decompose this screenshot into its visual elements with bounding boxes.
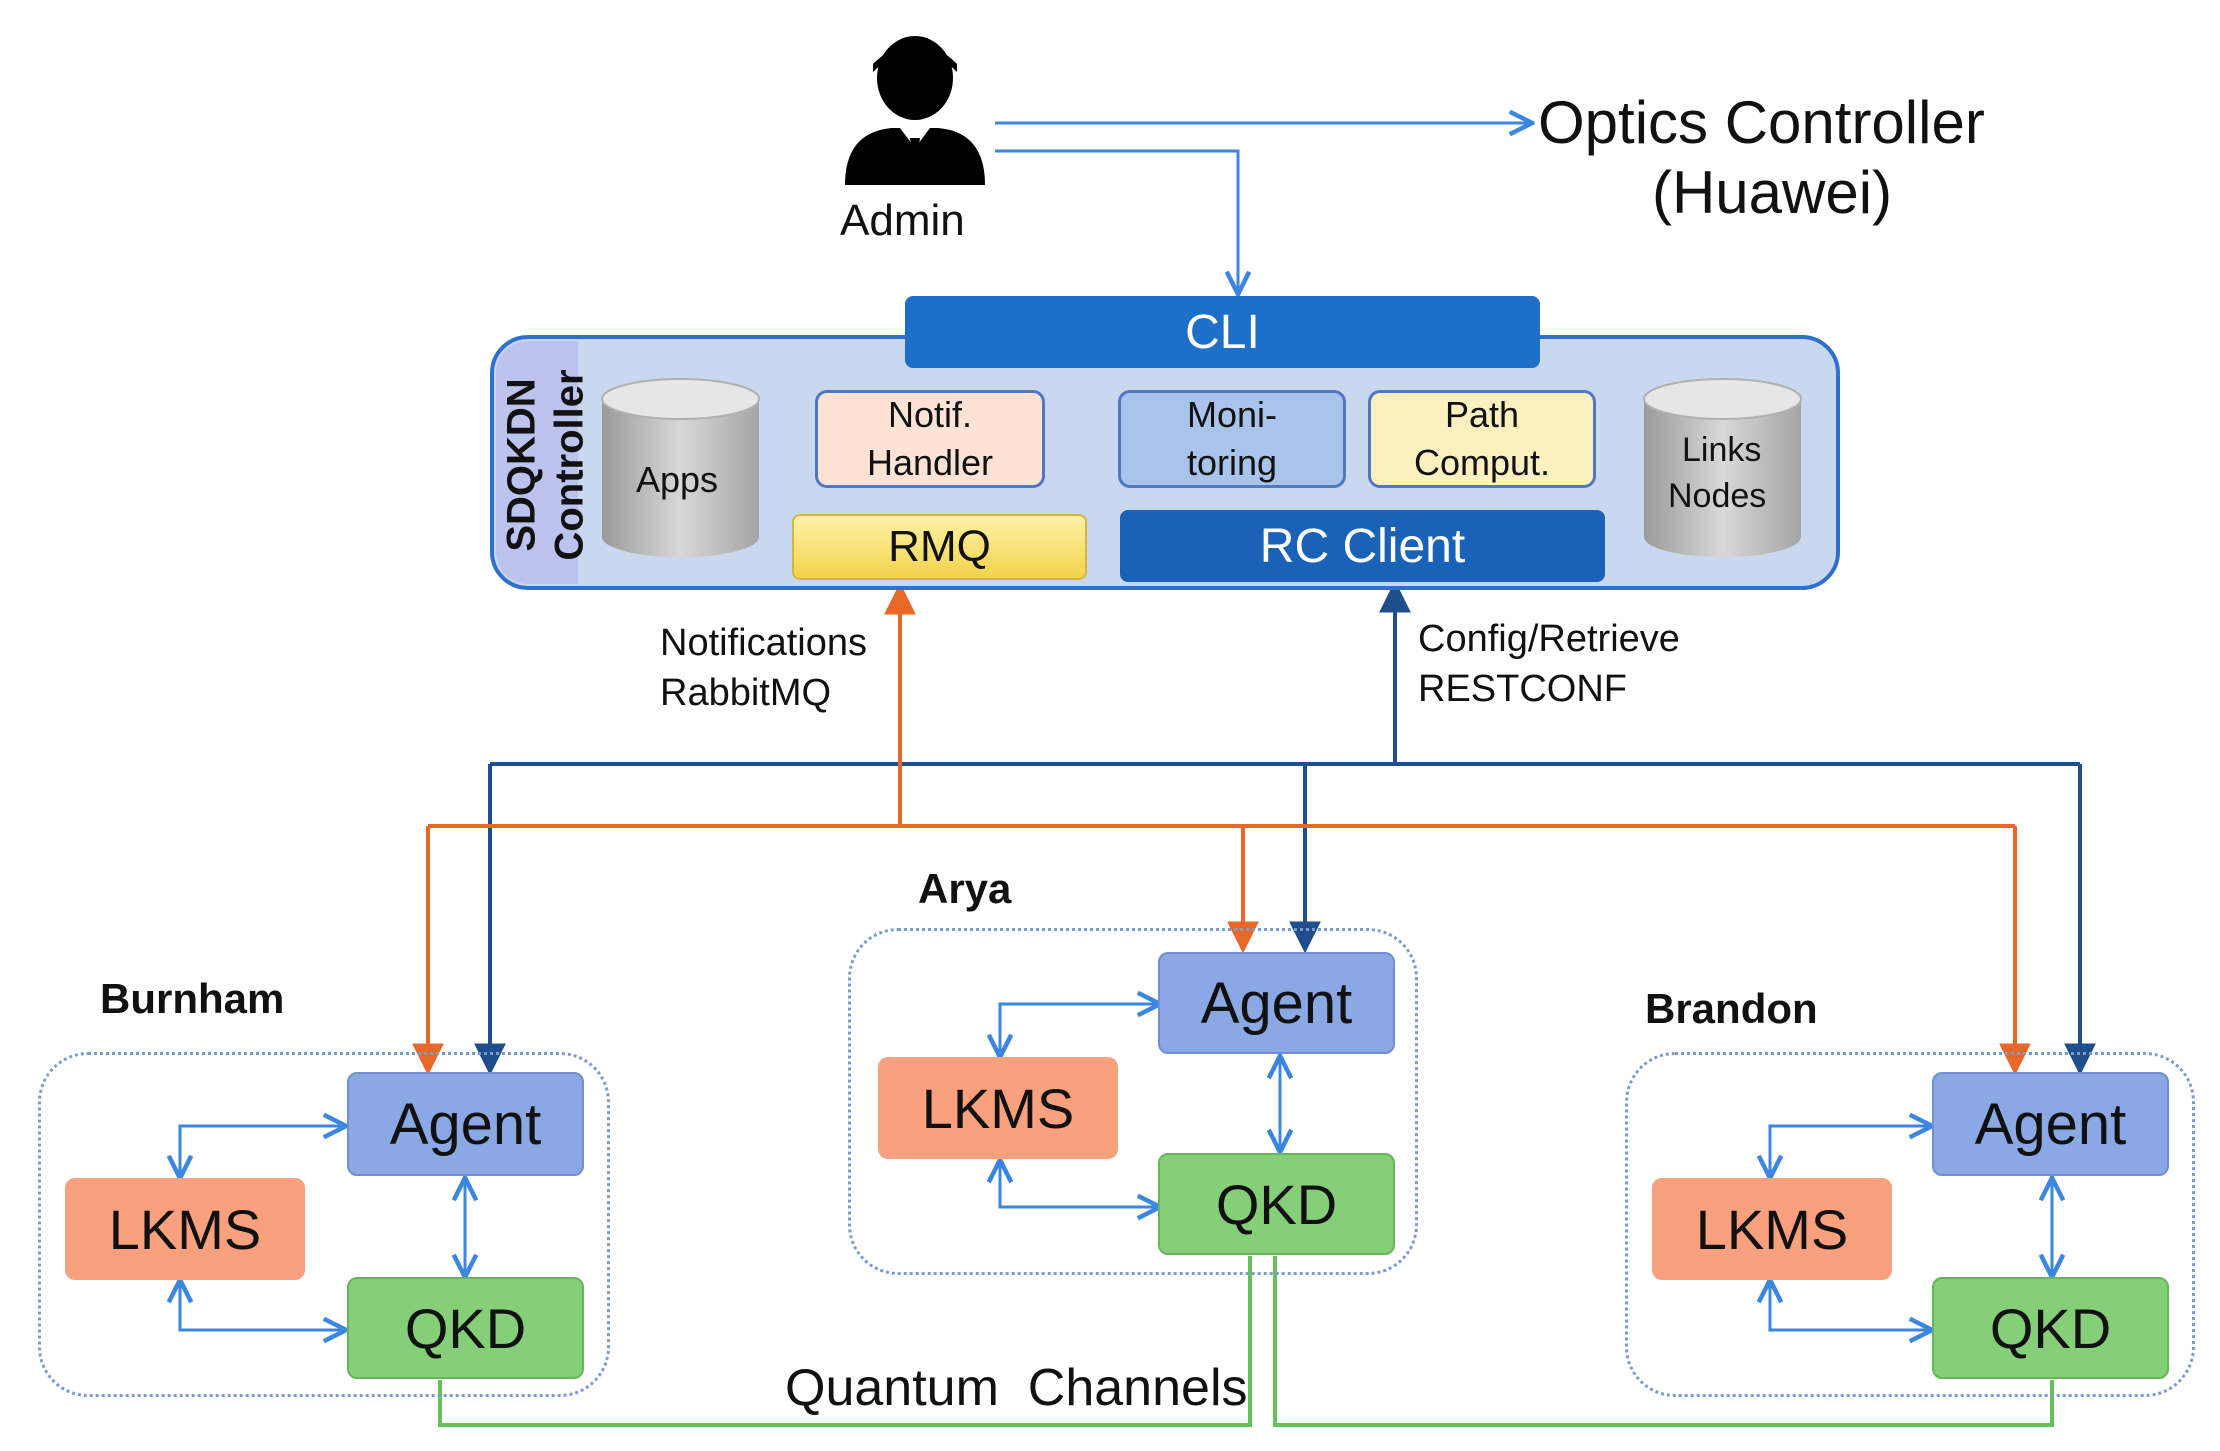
monitoring-module[interactable]: Moni-toring [1118,390,1346,488]
config-retrieve-label: Config/Retrieve [1418,618,1680,660]
lkms-arya[interactable]: LKMS [878,1057,1118,1159]
links-nodes-database: Links Nodes [1640,377,1805,559]
apps-database: Apps [598,377,763,559]
node-burnham [38,1052,610,1397]
admin-user-icon [845,36,985,185]
admin-label: Admin [840,196,965,245]
optics-controller-title: Optics Controller [1538,89,1985,156]
node-name-arya: Arya [918,865,1012,912]
nodes-label: Nodes [1668,477,1767,515]
controller-label-line1: SDQKDN [500,378,544,552]
notif-handler-module[interactable]: Notif. Handler [815,390,1045,488]
lkms-brandon[interactable]: LKMS [1652,1178,1892,1280]
database-icon [601,378,760,558]
admin-links [995,123,1530,292]
monit-line2: toring [1186,442,1278,483]
quantum-channel-lines [438,1256,2054,1427]
node-name-brandon: Brandon [1645,985,1818,1032]
controller-label-line2: Controller [548,369,592,561]
database-icon [1643,378,1802,558]
agent-burnham[interactable]: Agent [347,1072,584,1176]
node-arya [848,928,1418,1275]
qkd-brandon[interactable]: QKD [1932,1277,2169,1379]
controller-label-band [496,341,578,584]
path-line2: Comput. [1413,442,1551,483]
restconf-lines [474,580,2096,1076]
rc-client[interactable]: RC Client [1120,510,1605,582]
apps-label: Apps [636,459,719,500]
notif-line2: Handler [866,442,994,483]
node-name-burnham: Burnham [100,975,285,1022]
rabbitmq-label: RabbitMQ [660,672,832,714]
notif-line1: Notif. [887,394,972,435]
cli-box[interactable]: CLI [905,296,1540,368]
monit-line1: Moni- [1186,394,1278,435]
restconf-label: RESTCONF [1418,668,1627,710]
qkd-burnham[interactable]: QKD [347,1277,584,1379]
lkms-burnham[interactable]: LKMS [65,1178,305,1280]
qkd-arya[interactable]: QKD [1158,1153,1395,1255]
node-internal-links [180,1004,2052,1330]
quantum-channels-label: Quantum Channels [785,1359,1248,1417]
optics-controller-vendor: (Huawei) [1652,159,1893,226]
agent-arya[interactable]: Agent [1158,952,1395,1054]
notifications-label: Notifications [660,622,867,664]
node-brandon [1625,1052,2195,1397]
notification-lines [412,582,2031,1076]
agent-brandon[interactable]: Agent [1932,1072,2169,1176]
rmq-queue[interactable]: RMQ [792,514,1087,580]
path-line1: Path [1444,394,1520,435]
links-label: Links [1682,431,1762,469]
